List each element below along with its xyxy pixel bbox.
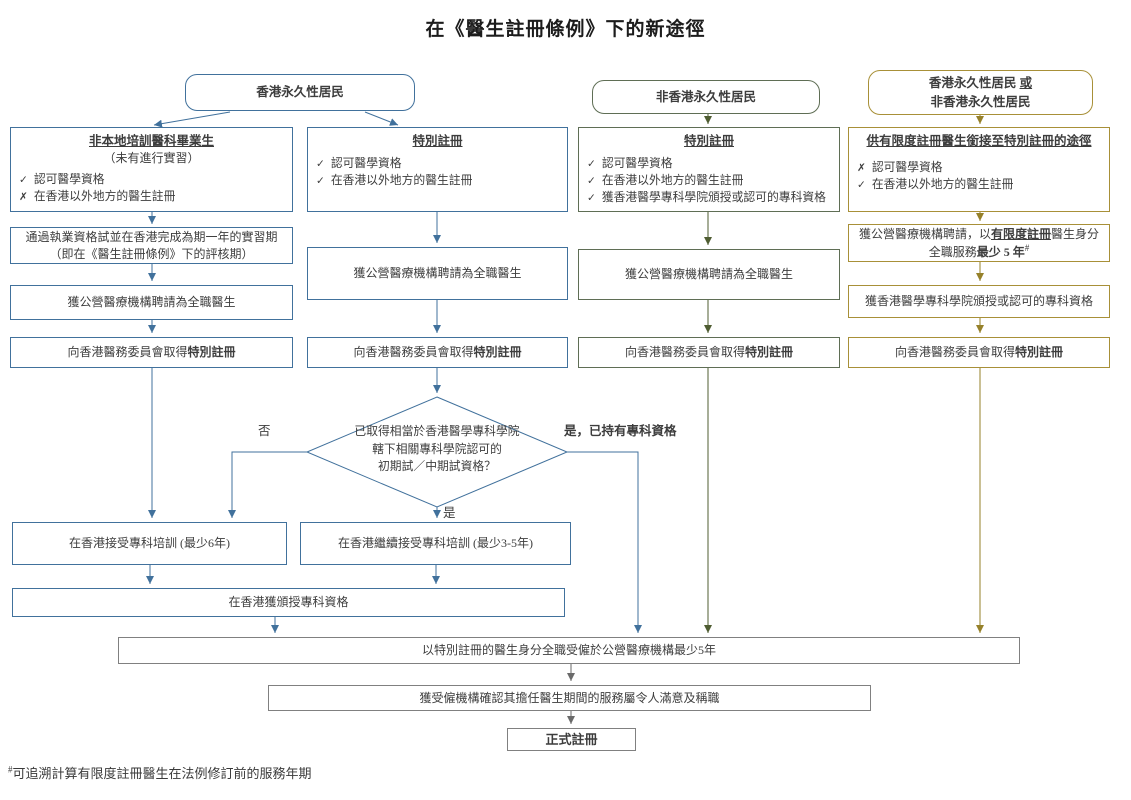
box-licensing-exam-internship: 通過執業資格試並在香港完成為期一年的實習期（即在《醫生註冊條例》下的評核期） [10, 227, 293, 264]
header-non-hk-permanent-resident: 非香港永久性居民 [592, 80, 820, 114]
box-special-registration-col2: 特別註冊 ✓認可醫學資格 ✓在香港以外地方的醫生註冊 [307, 127, 568, 212]
box-obtain-special-registration-col1: 向香港醫務委員會取得特別註冊 [10, 337, 293, 368]
criteria-row: ✓在香港以外地方的醫生註冊 [316, 172, 559, 189]
profile-title: 特別註冊 [412, 134, 463, 148]
header-hk-or-non-hk-resident: 香港永久性居民 或 非香港永久性居民 [868, 70, 1093, 115]
box-limited-registration-service-5y: 獲公營醫療機構聘請，以有限度註冊醫生身分 全職服務最少 5 年# [848, 224, 1110, 262]
box-limited-to-special-registration-pathway: 供有限度註冊醫生銜接至特別註冊的途徑 ✗認可醫學資格 ✓在香港以外地方的醫生註冊 [848, 127, 1110, 212]
box-obtain-special-registration-col4: 向香港醫務委員會取得特別註冊 [848, 337, 1110, 368]
box-academy-specialist-qualification: 獲香港醫學專科學院頒授或認可的專科資格 [848, 285, 1110, 318]
criteria-row: ✗在香港以外地方的醫生註冊 [19, 188, 284, 205]
check-icon: ✓ [587, 157, 596, 170]
footnote-marker: # [1024, 243, 1030, 253]
branch-label-no: 否 [258, 424, 271, 438]
criteria-row: ✓認可醫學資格 [19, 171, 284, 188]
profile-subtitle: （未有進行實習） [103, 150, 200, 165]
cross-icon: ✗ [19, 191, 28, 204]
box-obtain-special-registration-col2: 向香港醫務委員會取得特別註冊 [307, 337, 568, 368]
criteria-row: ✓獲香港醫學專科學院頒授或認可的專科資格 [587, 189, 831, 206]
criteria-row: ✓在香港以外地方的醫生註冊 [857, 176, 1101, 193]
footnote: #可追溯計算有限度註冊醫生在法例修訂前的服務年期 [8, 764, 312, 781]
check-icon: ✓ [316, 175, 325, 188]
check-icon: ✓ [19, 174, 28, 187]
box-full-registration: 正式註冊 [507, 728, 636, 751]
branch-label-yes-specialist: 是，已持有專科資格 [564, 424, 677, 438]
decision-diamond [305, 396, 569, 508]
header-hk-permanent-resident: 香港永久性居民 [185, 74, 415, 111]
box-employer-confirmation: 獲受僱機構確認其擔任醫生期間的服務屬令人滿意及稱職 [268, 685, 871, 711]
box-employed-public-col1: 獲公營醫療機構聘請為全職醫生 [10, 285, 293, 320]
box-continue-specialist-training-3-5y: 在香港繼續接受專科培訓 (最少3-5年) [300, 522, 571, 565]
connectors-blue [146, 111, 642, 633]
box-employed-public-col2: 獲公營醫療機構聘請為全職醫生 [307, 247, 568, 300]
footnote-marker: # [8, 764, 13, 775]
box-non-local-medical-graduates: 非本地培訓醫科畢業生 （未有進行實習） ✓認可醫學資格 ✗在香港以外地方的醫生註… [10, 127, 293, 212]
box-obtain-special-registration-col3: 向香港醫務委員會取得特別註冊 [578, 337, 840, 368]
cross-icon: ✗ [857, 161, 866, 174]
check-icon: ✓ [857, 179, 866, 192]
box-employed-public-col3: 獲公營醫療機構聘請為全職醫生 [578, 249, 840, 300]
criteria-row: ✗認可醫學資格 [857, 159, 1101, 176]
branch-label-yes: 是 [443, 506, 456, 520]
check-icon: ✓ [316, 157, 325, 170]
criteria-row: ✓認可醫學資格 [587, 155, 831, 172]
criteria-row: ✓認可醫學資格 [316, 155, 559, 172]
profile-title: 供有限度註冊醫生銜接至特別註冊的途徑 [866, 134, 1092, 148]
decision-question: 已取得相當於香港醫學專科學院轄下相關專科學院認可的初期試／中期試資格？ [354, 424, 520, 474]
check-icon: ✓ [587, 175, 596, 188]
box-awarded-specialist-qualification-hk: 在香港獲頒授專科資格 [12, 588, 565, 617]
box-specialist-training-6y: 在香港接受專科培訓 (最少6年) [12, 522, 287, 565]
box-full-time-public-employment-5y: 以特別註冊的醫生身分全職受僱於公營醫療機構最少5年 [118, 637, 1020, 664]
profile-title: 非本地培訓醫科畢業生 [88, 134, 214, 148]
check-icon: ✓ [587, 192, 596, 205]
profile-title: 特別註冊 [683, 134, 734, 148]
box-special-registration-col3: 特別註冊 ✓認可醫學資格 ✓在香港以外地方的醫生註冊 ✓獲香港醫學專科學院頒授或… [578, 127, 840, 212]
page-title: 在《醫生註冊條例》下的新途徑 [425, 19, 706, 40]
criteria-row: ✓在香港以外地方的醫生註冊 [587, 172, 831, 189]
